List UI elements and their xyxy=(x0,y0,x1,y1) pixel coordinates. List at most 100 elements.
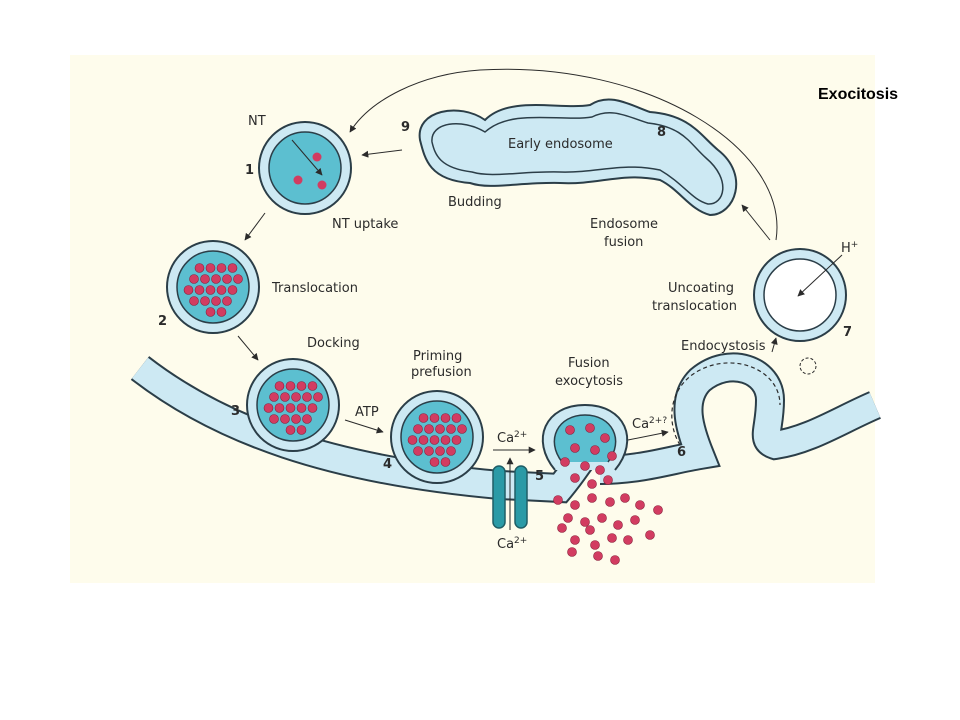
neurotransmitter-particle xyxy=(222,274,232,284)
released-neurotransmitter xyxy=(607,533,617,543)
neurotransmitter-particle xyxy=(285,381,296,391)
neurotransmitter-particle xyxy=(307,381,318,391)
released-neurotransmitter xyxy=(570,500,580,510)
released-neurotransmitter xyxy=(590,540,600,550)
neurotransmitter-particle xyxy=(233,274,243,284)
neurotransmitter-particle xyxy=(435,446,445,456)
cycle-arrows xyxy=(237,68,843,530)
step-6-number: 6 xyxy=(677,445,686,460)
released-neurotransmitter xyxy=(635,500,645,510)
released-neurotransmitter xyxy=(553,495,563,505)
neurotransmitter-particle xyxy=(595,465,605,475)
step-2-number: 2 xyxy=(158,314,167,329)
vesicle-1 xyxy=(258,121,352,215)
neurotransmitter-particle xyxy=(269,392,279,402)
neurotransmitter-particle xyxy=(200,296,210,306)
neurotransmitter-particle xyxy=(274,381,285,391)
neurotransmitter-particle xyxy=(216,307,227,317)
released-neurotransmitter xyxy=(557,523,567,533)
prefusion-label: prefusion xyxy=(411,365,472,380)
ca-bottom-label: Ca2+ xyxy=(497,536,527,552)
priming-label: Priming xyxy=(413,349,462,364)
neurotransmitter-particle xyxy=(216,285,227,295)
neurotransmitter-particle xyxy=(429,413,440,423)
neurotransmitter-particle xyxy=(291,414,301,424)
neurotransmitter-particle xyxy=(285,425,296,435)
neurotransmitter-particle xyxy=(440,457,451,467)
neurotransmitter-particle xyxy=(211,296,221,306)
step-5-number: 5 xyxy=(535,469,544,484)
neurotransmitter-particle xyxy=(587,479,597,489)
early-endosome-label: Early endosome xyxy=(508,137,613,152)
neurotransmitter-particle xyxy=(205,285,216,295)
neurotransmitter-particle xyxy=(269,414,279,424)
nt-label: NT xyxy=(248,114,266,129)
neurotransmitter-particle xyxy=(429,435,440,445)
neurotransmitter-particle xyxy=(565,425,575,435)
neurotransmitter-particle xyxy=(285,403,296,413)
neurotransmitter-particle xyxy=(407,435,418,445)
released-neurotransmitter xyxy=(570,535,580,545)
ca-bottom-sup: 2+ xyxy=(514,536,527,546)
neurotransmitter-particle xyxy=(451,413,462,423)
ca-q-base: Ca xyxy=(632,417,649,432)
neurotransmitter-particle xyxy=(435,424,445,434)
neurotransmitter-particle xyxy=(216,263,227,273)
translocation-2-label: translocation xyxy=(652,299,737,314)
translocation-label: Translocation xyxy=(271,281,358,296)
neurotransmitter-particle xyxy=(296,381,307,391)
released-neurotransmitter xyxy=(563,513,573,523)
step-4-number: 4 xyxy=(383,457,392,472)
released-neurotransmitter xyxy=(613,520,623,530)
ca-top-label: Ca2+ xyxy=(497,430,527,446)
h-sup: + xyxy=(851,240,859,250)
neurotransmitter-particle xyxy=(205,263,216,273)
neurotransmitter-particle xyxy=(590,445,600,455)
neurotransmitter-particle xyxy=(227,285,238,295)
exocytosis-label: exocytosis xyxy=(555,374,623,389)
released-neurotransmitter xyxy=(593,551,603,561)
vesicle-2 xyxy=(166,240,260,334)
early-endosome xyxy=(418,98,738,217)
neurotransmitter-particle xyxy=(418,435,429,445)
step-8-number: 8 xyxy=(657,125,666,140)
budding-label: Budding xyxy=(448,195,502,210)
neurotransmitter-particle xyxy=(194,263,205,273)
neurotransmitter-particle xyxy=(302,414,312,424)
calcium-channel xyxy=(492,465,528,529)
step-9-number: 9 xyxy=(401,120,410,135)
neurotransmitter-particle xyxy=(413,446,423,456)
neurotransmitter-particle xyxy=(424,446,434,456)
neurotransmitter-particle xyxy=(570,443,580,453)
neurotransmitter-particle xyxy=(607,451,617,461)
vesicle-4 xyxy=(390,390,484,484)
vesicle-7 xyxy=(753,248,847,342)
released-neurotransmitter xyxy=(645,530,655,540)
h-plus-label: H+ xyxy=(841,240,858,256)
neurotransmitter-particle xyxy=(429,457,440,467)
neurotransmitter-particle xyxy=(307,403,318,413)
neurotransmitter-particle xyxy=(189,296,199,306)
ca-bottom-base: Ca xyxy=(497,537,514,552)
h-base: H xyxy=(841,241,851,256)
neurotransmitter-particle xyxy=(274,403,285,413)
neurotransmitter-particle xyxy=(296,403,307,413)
page-title: Exocitosis xyxy=(818,86,899,103)
ca-top-base: Ca xyxy=(497,431,514,446)
neurotransmitter-particle xyxy=(280,414,290,424)
neurotransmitter-particle xyxy=(600,433,610,443)
neurotransmitter-particle xyxy=(446,446,456,456)
neurotransmitter-particle xyxy=(189,274,199,284)
released-neurotransmitter xyxy=(597,513,607,523)
neurotransmitter-particle xyxy=(183,285,194,295)
vesicle-3 xyxy=(246,358,340,452)
neurotransmitter-particle xyxy=(291,392,301,402)
endosome-fusion-label: Endosome xyxy=(590,217,658,232)
endocystosis-label: Endocystosis xyxy=(681,339,766,354)
neurotransmitter-particle xyxy=(446,424,456,434)
step-7-number: 7 xyxy=(843,325,852,340)
neurotransmitter-particle xyxy=(313,392,323,402)
neurotransmitter-particle xyxy=(580,461,590,471)
neurotransmitter-particle xyxy=(570,473,580,483)
uncoating-label: Uncoating xyxy=(668,281,734,296)
